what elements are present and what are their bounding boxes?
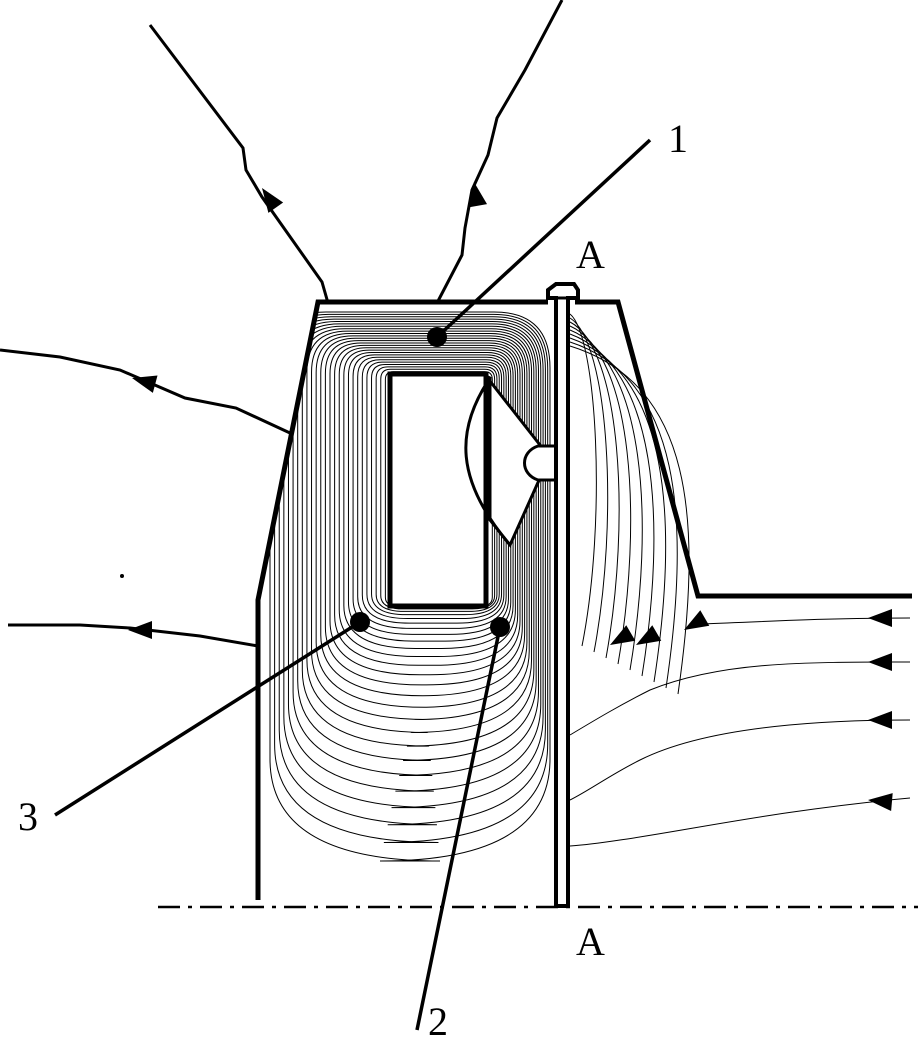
small-notch (523, 444, 556, 482)
isotherm-line (278, 316, 546, 826)
isotherm-line (569, 321, 620, 659)
lens-arc (464, 377, 512, 546)
arrowhead (469, 182, 488, 208)
flux-line-right-4 (569, 797, 911, 847)
arrowhead (128, 621, 152, 639)
arrowhead (636, 625, 662, 645)
body-outline (255, 299, 912, 900)
isotherm-line (306, 330, 533, 733)
section-rod (546, 282, 580, 908)
inner-cavity (387, 371, 489, 609)
isotherm-line (569, 341, 678, 689)
isotherm-line (334, 344, 519, 666)
arrowhead (132, 375, 158, 393)
label-3: 3 (18, 794, 38, 839)
isotherm-line (371, 363, 500, 616)
isotherm-line (311, 332, 530, 721)
leader-line-1 (435, 138, 652, 339)
isotherm-line (329, 342, 521, 676)
isotherm-line (297, 325, 537, 761)
isotherm-line (274, 313, 549, 844)
isotherm-line (301, 328, 535, 747)
arrowhead (262, 188, 284, 213)
isotherm-line (320, 337, 526, 697)
isotherm-line (361, 359, 505, 624)
flux-line-top-right (435, 0, 564, 304)
flux-line-top-left (148, 24, 330, 304)
arrowhead (684, 610, 710, 630)
arrowhead (868, 793, 893, 812)
isotherm-line (569, 345, 690, 695)
leader-line-3 (54, 620, 361, 817)
flux-line-right-3 (569, 719, 911, 801)
label-2: 2 (428, 999, 448, 1039)
isotherm-line (324, 340, 523, 686)
leader-line-2 (415, 626, 502, 1031)
isotherm-line (569, 337, 667, 683)
isotherm-line (569, 333, 655, 677)
isotherm-line (569, 313, 597, 647)
isotherm-line (315, 335, 528, 708)
isotherm-line (375, 366, 498, 612)
isotherm-line (338, 347, 516, 658)
arrowhead (610, 625, 636, 645)
outside-mask-right (568, 302, 921, 596)
isotherm-line (343, 349, 514, 649)
flux-arrows (128, 182, 893, 812)
label-1: 1 (668, 116, 688, 161)
outside-mask (0, 0, 921, 900)
isotherm-line (287, 321, 542, 792)
isotherm-line (347, 352, 512, 642)
isotherm-line (292, 323, 539, 776)
section-label-top: A (576, 232, 605, 277)
isotherm-contours (0, 0, 921, 900)
isotherm-line (366, 361, 503, 620)
isotherm-line (283, 318, 544, 809)
isotherm-line (352, 354, 509, 635)
flux-line-left-lower (8, 623, 259, 648)
stray-dot (120, 574, 124, 578)
flux-line-right-2 (569, 661, 911, 736)
section-label-bottom: A (576, 919, 605, 964)
isotherm-line (357, 356, 507, 629)
flux-line-right-1 (697, 617, 911, 625)
